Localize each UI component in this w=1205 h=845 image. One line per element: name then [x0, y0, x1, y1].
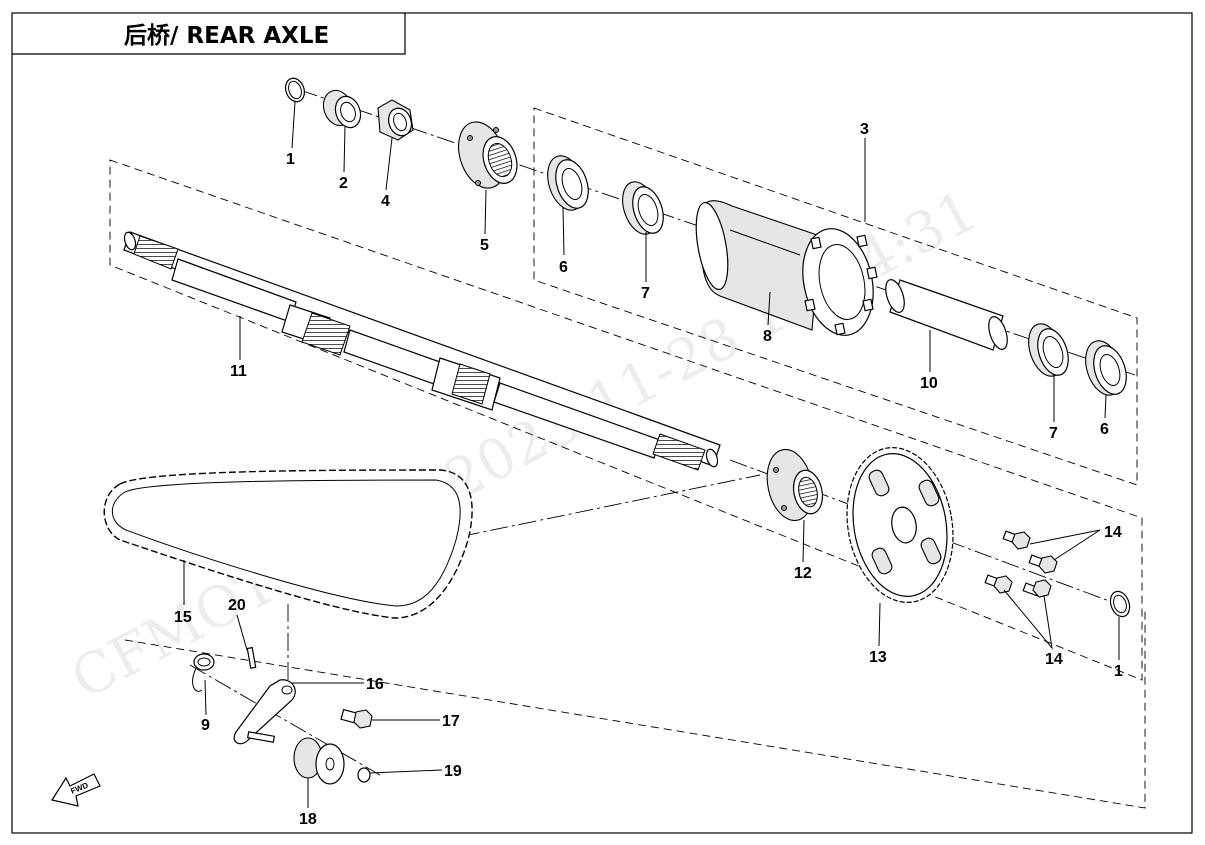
callout-17: 17: [442, 713, 460, 730]
flange-bolt-4: [1022, 579, 1052, 598]
tensioner-centerline: [189, 664, 381, 776]
callout-8: 8: [763, 328, 772, 345]
callout-19: 19: [444, 763, 462, 780]
hex-nut: [377, 99, 414, 141]
callout-4: 4: [381, 193, 390, 210]
tensioner-arm: [233, 679, 296, 745]
circlip-lower: [1109, 590, 1131, 618]
forward-direction-arrow-icon: FWD: [51, 773, 101, 807]
callout-1-lower: 1: [1114, 663, 1123, 680]
callout-7-upper: 7: [641, 285, 650, 302]
callout-7-lower: 7: [1049, 425, 1058, 442]
callout-labels: 1 2 4 5 3 6 7 8 10 7 6 11 12 13 14 14 1 …: [174, 121, 1123, 828]
lock-nut: [322, 89, 362, 129]
lower-assembly-boundary: [124, 608, 1146, 809]
tensioner-roller: [293, 737, 345, 785]
sprocket-hub: [766, 448, 824, 522]
rear-sprocket: [846, 447, 954, 603]
page-title: 后桥/ REAR AXLE: [124, 22, 329, 49]
callout-1-upper: 1: [286, 151, 295, 168]
flange-bolt-3: [984, 574, 1013, 594]
callout-9: 9: [201, 717, 210, 734]
callout-14-lower: 14: [1045, 651, 1063, 668]
callout-2: 2: [339, 175, 348, 192]
callout-5: 5: [480, 237, 489, 254]
callout-18: 18: [299, 811, 317, 828]
circlip-upper: [284, 77, 306, 103]
oil-seal-upper: [547, 155, 589, 211]
callout-6-upper: 6: [559, 259, 568, 276]
wheel-flange: [458, 121, 518, 189]
bearing-upper: [622, 181, 664, 235]
bearing-lower: [1028, 323, 1069, 377]
leader-lines: [183, 101, 1120, 808]
torsion-spring: [192, 653, 215, 692]
callout-12: 12: [794, 565, 812, 582]
callout-15: 15: [174, 609, 192, 626]
drive-chain: [103, 469, 473, 619]
pivot-bolt: [340, 708, 373, 729]
washer: [357, 767, 371, 783]
bearing-housing: [695, 200, 878, 336]
flange-bolts: [984, 530, 1058, 598]
flange-bolt-2: [1028, 554, 1058, 574]
callout-11: 11: [230, 363, 247, 380]
callout-14-upper: 14: [1104, 524, 1122, 541]
axle-assembly-boundary: [109, 159, 1143, 681]
title-box: [12, 13, 406, 55]
callout-10: 10: [920, 375, 938, 392]
drawing-border: [11, 12, 1193, 834]
oil-seal-lower: [1085, 340, 1127, 396]
callout-20: 20: [228, 597, 246, 614]
callout-16: 16: [366, 676, 384, 693]
pin: [246, 646, 257, 669]
flange-bolt-1: [1002, 530, 1031, 550]
bearing-assembly-boundary: [533, 107, 1138, 486]
spacer-sleeve: [885, 279, 1008, 351]
callout-3: 3: [860, 121, 869, 138]
callout-6-lower: 6: [1100, 421, 1109, 438]
callout-13: 13: [869, 649, 887, 666]
rear-axle-shaft: [123, 231, 721, 471]
